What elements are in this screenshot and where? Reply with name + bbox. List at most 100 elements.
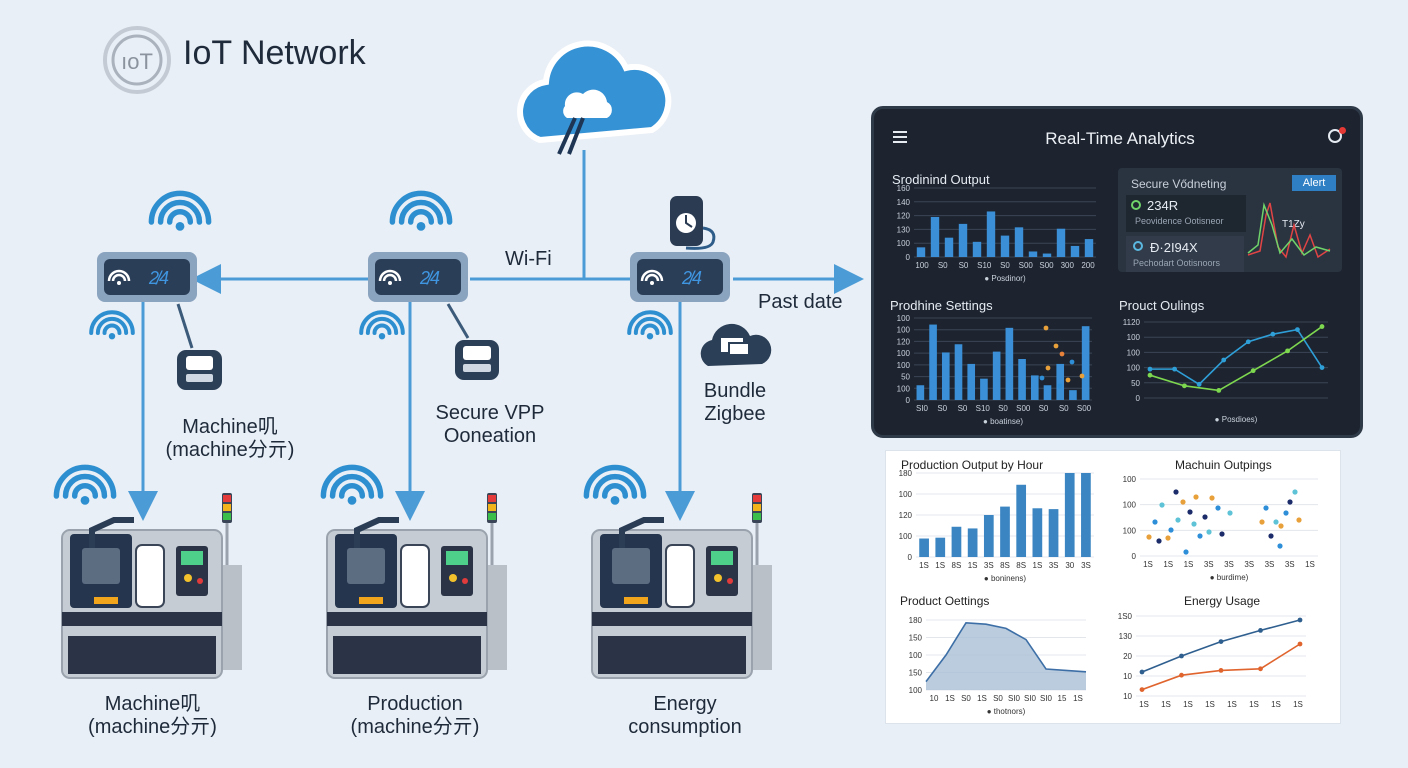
series-point [1319,324,1325,329]
bar [1043,385,1052,400]
scatter-point [1065,377,1071,383]
bar [930,216,940,257]
bell-icon[interactable] [1328,129,1342,143]
x-tick-label: 3S [1204,560,1214,569]
machine-arm [89,517,134,548]
x-axis-label: ● Posdioes) [1215,415,1258,424]
x-tick-label: SI0 [1024,694,1037,703]
wifi-icon [627,310,673,340]
scatter-point [1183,549,1189,555]
bar [983,515,994,557]
gateway-text: 2̸4 [148,268,169,288]
sensor-device-2 [455,340,499,380]
label-line: (machine分亓) [350,716,480,738]
y-tick-label: 20 [1123,652,1132,661]
x-tick-label: 8S [952,561,962,570]
wifi-arc [359,310,405,335]
x-tick-label: S0 [938,261,948,270]
machine-band [327,612,487,626]
hamburger-icon[interactable] [893,131,907,143]
machine-spindle [82,548,120,584]
y-tick-label: 1120 [1123,318,1141,327]
wifi-arc [365,316,399,335]
bar [1069,390,1077,400]
network-links [128,150,864,521]
x-tick-label: 1S [919,561,929,570]
series-point [1221,357,1227,363]
wifi-dot [175,222,185,231]
label-line: consumption [628,716,742,738]
wifi-arc [389,190,453,225]
control-button [727,578,733,584]
x-axis-label: ● boatinse) [983,417,1023,426]
machine-workpiece [94,597,118,604]
stack-light-green [753,513,761,520]
secure-sparkline [1247,202,1331,259]
wifi-dot [610,496,620,505]
bar [929,324,937,400]
iot-logo: ıoT [103,26,171,94]
gateway-screen [637,259,723,295]
machine-base [68,636,216,674]
secure-item-value: Ɖ·2I94X [1150,240,1198,255]
gateway-device: 2̸4 [97,252,197,302]
chart-title: Prodhine Settings [890,298,993,313]
chart-title: Machuin Outpings [1175,458,1272,472]
wifi-arc [102,323,122,335]
scatter-point [1187,509,1193,515]
x-tick-label: 10 [930,694,939,703]
y-tick-label: 150 [909,634,923,643]
chart-title: Production Output by Hour [901,458,1044,472]
cnc-machine [591,493,772,679]
secure-item-sub: Pechodart Ootisnoors [1133,258,1221,268]
label-line: Machine叽 [104,693,201,715]
series-point [1258,666,1263,672]
wifi-arc [166,209,194,225]
machine-arm [354,517,399,548]
gateway-wifi-arc [111,273,127,282]
bar [1042,253,1052,257]
bar [1032,508,1043,557]
scatter-point [1277,543,1283,549]
x-tick-label: S0 [958,404,968,413]
wifi-arc [320,464,384,499]
y-tick-label: 130 [897,225,911,234]
stack-light-yellow [753,504,761,511]
area-line [925,621,1087,683]
bar [1084,239,1094,257]
y-tick-label: 0 [1136,394,1141,403]
bar [980,378,988,400]
gateway-wifi-dot [117,281,121,285]
stack-light-red [488,495,496,502]
wifi-arc [71,483,99,499]
series-point [1172,366,1177,372]
y-tick-label: 180 [909,616,923,625]
scatter-point [1146,534,1152,540]
bar [1016,484,1027,557]
y-tick-label: 100 [897,326,911,335]
bar [916,247,926,257]
y-tick-label: 100 [909,686,923,695]
gateway-wifi-arc [382,273,398,282]
scatter-point [1043,325,1049,331]
wifi-arc [407,209,435,225]
y-tick-label: 100 [1123,501,1137,510]
series-point [1285,348,1290,354]
wifi-icon [389,190,453,231]
x-tick-label: 1S [1249,700,1259,709]
y-tick-label: 10 [1123,672,1132,681]
wifi-arc [338,483,366,499]
series-point [1218,639,1224,644]
y-tick-label: 130 [1119,632,1133,641]
x-tick-label: SI0 [1040,694,1053,703]
y-tick-label: 1S0 [1118,612,1133,621]
bar [992,351,1001,400]
series-point [1250,368,1256,374]
secure-item-1 [1126,195,1246,232]
alert-badge[interactable]: Alert [1292,175,1336,191]
y-tick-label: 100 [1123,526,1137,535]
stack-light-green [488,513,496,520]
gateway-device: 2̸4 [368,252,468,302]
scatter-point [1296,517,1302,523]
